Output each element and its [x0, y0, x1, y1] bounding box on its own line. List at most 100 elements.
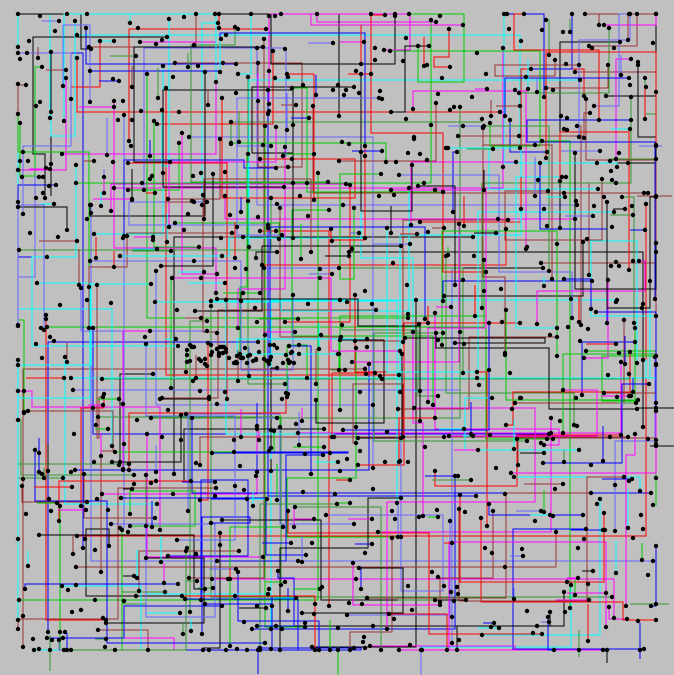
pin-dot	[513, 159, 519, 165]
wire-segment	[75, 364, 370, 471]
pin-dot	[484, 523, 490, 529]
pin-dot	[364, 336, 370, 342]
pin-dot	[608, 168, 614, 174]
wire-segment	[352, 224, 460, 363]
pin-dot	[356, 565, 362, 571]
wire-segment	[514, 476, 641, 491]
pin-dot	[486, 320, 492, 326]
pin-dot	[153, 478, 159, 484]
pin-dot	[208, 520, 214, 526]
pin-dot	[209, 450, 215, 456]
pin-dot	[143, 472, 149, 478]
wire-segment	[18, 52, 72, 214]
pin-dot	[191, 42, 197, 48]
pin-dot	[209, 576, 215, 582]
pin-dot	[349, 246, 355, 252]
pin-dot	[15, 617, 21, 623]
pin-dot	[557, 418, 563, 424]
pin-dot	[265, 87, 271, 93]
pin-dot	[178, 437, 184, 443]
pin-dot	[337, 468, 343, 474]
wire-segment	[326, 438, 444, 592]
wire-segment	[181, 133, 217, 275]
wire-segment	[398, 336, 557, 410]
pin-dot	[149, 524, 155, 530]
pin-dot	[78, 607, 84, 613]
pin-dot	[653, 11, 659, 17]
pin-dot	[429, 569, 435, 575]
pin-dot	[560, 430, 566, 436]
pin-dot	[223, 349, 229, 355]
pin-dot	[625, 525, 631, 531]
pin-dot	[617, 39, 623, 45]
pin-dot	[160, 170, 166, 176]
pin-dot	[199, 631, 205, 637]
pin-dot	[487, 120, 493, 126]
pin-dot	[407, 241, 413, 247]
pin-dot	[187, 609, 193, 615]
pin-dot	[414, 231, 420, 237]
pin-dot	[244, 496, 250, 502]
pin-dot	[628, 94, 634, 100]
pin-dot	[422, 316, 428, 322]
pin-dot	[152, 299, 158, 305]
pin-dot	[583, 526, 589, 532]
pin-dot	[613, 570, 619, 576]
pin-dot	[99, 376, 105, 382]
pin-dot	[573, 198, 579, 204]
pin-dot	[234, 224, 240, 230]
pin-dot	[152, 515, 158, 521]
pin-dot	[60, 475, 66, 481]
pin-dot	[15, 626, 21, 632]
pin-dot	[577, 77, 583, 83]
pin-dot	[418, 647, 424, 653]
pin-dot	[86, 325, 92, 331]
pin-dot	[133, 53, 139, 59]
pin-dot	[266, 448, 272, 454]
pin-dot	[68, 96, 74, 102]
pin-dot	[284, 127, 290, 133]
pin-dot	[479, 116, 485, 122]
pin-dot	[630, 258, 636, 264]
pin-dot	[489, 550, 495, 556]
pin-dot	[316, 647, 322, 653]
pin-dot	[311, 611, 317, 617]
wire-segment	[519, 28, 610, 94]
pin-dot	[596, 117, 602, 123]
pin-dot	[174, 307, 180, 313]
wire-segment	[564, 278, 592, 309]
pin-dot	[266, 108, 272, 114]
wire-segment	[418, 185, 456, 285]
pin-dot	[100, 394, 106, 400]
pin-dot	[46, 183, 52, 189]
wire-segment	[433, 29, 450, 68]
pin-dot	[512, 400, 518, 406]
pin-dot	[214, 271, 220, 277]
pin-dot	[481, 123, 487, 129]
pin-dot	[415, 183, 421, 189]
pin-dot	[299, 610, 305, 616]
pin-dot	[202, 601, 208, 607]
pin-dot	[218, 235, 224, 241]
pin-dot	[240, 355, 246, 361]
pin-dot	[262, 640, 268, 646]
pin-dot	[272, 13, 278, 19]
wire-segment	[222, 519, 466, 601]
pin-dot	[394, 500, 400, 506]
pin-dot	[514, 436, 520, 442]
wire-segment	[285, 185, 351, 323]
wire-segment	[509, 120, 547, 153]
wire-segment	[482, 499, 601, 636]
pin-dot	[552, 57, 558, 63]
pin-dot	[170, 491, 176, 497]
pin-dot	[192, 308, 198, 314]
pin-dot	[69, 609, 75, 615]
pin-dot	[255, 214, 261, 220]
pin-dot	[355, 462, 361, 468]
pin-dot	[554, 334, 560, 340]
pin-dot	[285, 74, 291, 80]
pin-dot	[550, 513, 556, 519]
pin-dot	[236, 548, 242, 554]
pin-dot	[111, 104, 117, 110]
wire-segment	[339, 103, 437, 162]
